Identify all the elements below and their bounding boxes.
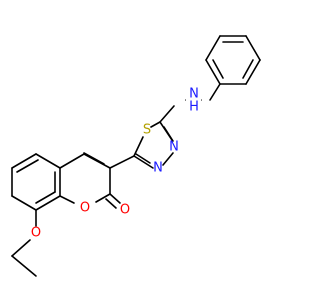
phenyl-ring (205, 35, 261, 85)
ether-oxygen-label: O (31, 226, 41, 241)
molecule-diagram: N H S N N O O O (11, 35, 261, 277)
thiadiazole-n1-label: N (169, 140, 179, 155)
sulfur-label: S (143, 123, 151, 138)
carbonyl-oxygen-label: O (120, 203, 130, 218)
thiadiazole-ring (133, 121, 174, 169)
ethoxy-group (11, 209, 37, 277)
benzo-ring (11, 153, 61, 211)
nh-n-label: N (189, 87, 199, 102)
molecule-svg: N H S N N O O O (11, 35, 261, 277)
pyranone-ring (59, 152, 121, 209)
ring-oxygen-label: O (80, 201, 90, 216)
nh-h-label: H (189, 100, 199, 115)
atom-labels: N H S N N O O O (31, 87, 201, 241)
ring-link-bond (109, 155, 135, 169)
thiadiazole-n2-label: N (153, 161, 163, 176)
